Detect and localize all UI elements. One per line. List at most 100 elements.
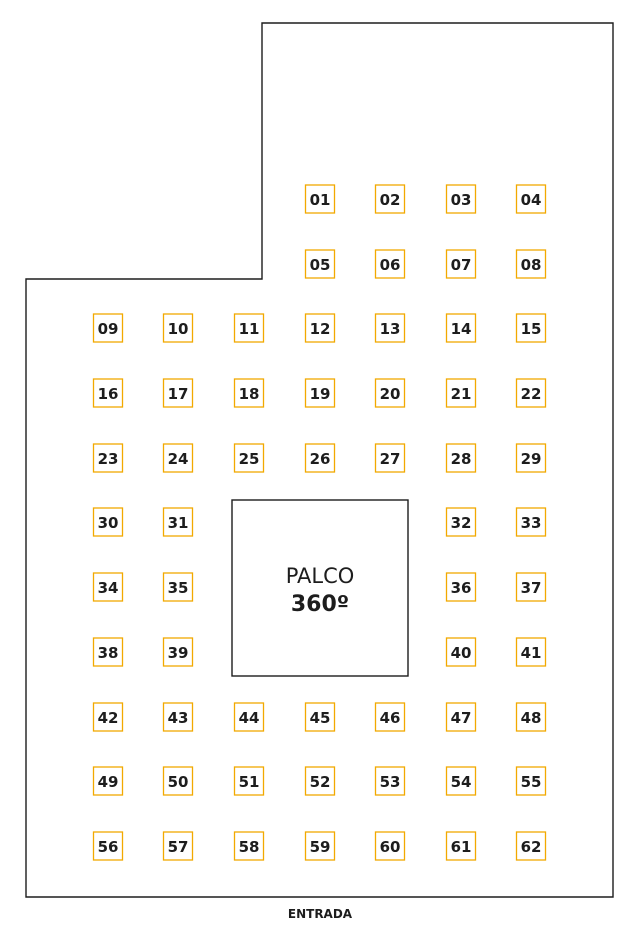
stand-box bbox=[92, 766, 124, 796]
stand-24[interactable]: 24 bbox=[162, 443, 194, 473]
stand-number: 34 bbox=[98, 579, 119, 597]
stand-number: 12 bbox=[310, 320, 331, 338]
stand-47[interactable]: 47 bbox=[445, 702, 477, 732]
stand-box bbox=[374, 702, 406, 732]
stand-51[interactable]: 51 bbox=[233, 766, 265, 796]
stand-54[interactable]: 54 bbox=[445, 766, 477, 796]
stand-21[interactable]: 21 bbox=[445, 378, 477, 408]
stand-08[interactable]: 08 bbox=[515, 249, 547, 279]
stand-53[interactable]: 53 bbox=[374, 766, 406, 796]
stand-22[interactable]: 22 bbox=[515, 378, 547, 408]
stand-37[interactable]: 37 bbox=[515, 572, 547, 602]
stand-box bbox=[515, 507, 547, 537]
stand-number: 39 bbox=[168, 644, 189, 662]
stand-29[interactable]: 29 bbox=[515, 443, 547, 473]
stand-box bbox=[162, 378, 194, 408]
stand-11[interactable]: 11 bbox=[233, 313, 265, 343]
venue-outline bbox=[25, 22, 614, 898]
stand-32[interactable]: 32 bbox=[445, 507, 477, 537]
stand-box bbox=[445, 313, 477, 343]
stand-number: 22 bbox=[521, 385, 542, 403]
stand-59[interactable]: 59 bbox=[304, 831, 336, 861]
stand-number: 28 bbox=[451, 450, 472, 468]
stand-number: 61 bbox=[451, 838, 472, 856]
stand-02[interactable]: 02 bbox=[374, 184, 406, 214]
stand-16[interactable]: 16 bbox=[92, 378, 124, 408]
stand-61[interactable]: 61 bbox=[445, 831, 477, 861]
stand-41[interactable]: 41 bbox=[515, 637, 547, 667]
stand-number: 26 bbox=[310, 450, 331, 468]
stand-box bbox=[304, 378, 336, 408]
stand-07[interactable]: 07 bbox=[445, 249, 477, 279]
stand-48[interactable]: 48 bbox=[515, 702, 547, 732]
stand-box bbox=[515, 702, 547, 732]
stand-55[interactable]: 55 bbox=[515, 766, 547, 796]
stand-42[interactable]: 42 bbox=[92, 702, 124, 732]
stand-box bbox=[92, 637, 124, 667]
stand-18[interactable]: 18 bbox=[233, 378, 265, 408]
stand-01[interactable]: 01 bbox=[304, 184, 336, 214]
stand-number: 43 bbox=[168, 709, 189, 727]
stand-09[interactable]: 09 bbox=[92, 313, 124, 343]
stand-49[interactable]: 49 bbox=[92, 766, 124, 796]
stand-14[interactable]: 14 bbox=[445, 313, 477, 343]
stand-15[interactable]: 15 bbox=[515, 313, 547, 343]
stand-06[interactable]: 06 bbox=[374, 249, 406, 279]
stand-box bbox=[374, 249, 406, 279]
stand-13[interactable]: 13 bbox=[374, 313, 406, 343]
stand-34[interactable]: 34 bbox=[92, 572, 124, 602]
stand-36[interactable]: 36 bbox=[445, 572, 477, 602]
stand-58[interactable]: 58 bbox=[233, 831, 265, 861]
stand-56[interactable]: 56 bbox=[92, 831, 124, 861]
stand-28[interactable]: 28 bbox=[445, 443, 477, 473]
stage[interactable]: PALCO 360º bbox=[231, 499, 409, 677]
stand-box bbox=[304, 831, 336, 861]
stage-area bbox=[231, 499, 409, 677]
stand-25[interactable]: 25 bbox=[233, 443, 265, 473]
stand-03[interactable]: 03 bbox=[445, 184, 477, 214]
stand-number: 42 bbox=[98, 709, 119, 727]
stand-number: 52 bbox=[310, 773, 331, 791]
stand-box bbox=[162, 831, 194, 861]
stand-45[interactable]: 45 bbox=[304, 702, 336, 732]
stage-subtitle: 360º bbox=[291, 592, 349, 617]
stand-30[interactable]: 30 bbox=[92, 507, 124, 537]
stand-33[interactable]: 33 bbox=[515, 507, 547, 537]
stand-40[interactable]: 40 bbox=[445, 637, 477, 667]
stand-20[interactable]: 20 bbox=[374, 378, 406, 408]
stand-number: 31 bbox=[168, 514, 189, 532]
stand-27[interactable]: 27 bbox=[374, 443, 406, 473]
stand-62[interactable]: 62 bbox=[515, 831, 547, 861]
stand-39[interactable]: 39 bbox=[162, 637, 194, 667]
stand-60[interactable]: 60 bbox=[374, 831, 406, 861]
stand-26[interactable]: 26 bbox=[304, 443, 336, 473]
stand-50[interactable]: 50 bbox=[162, 766, 194, 796]
stand-number: 32 bbox=[451, 514, 472, 532]
stand-04[interactable]: 04 bbox=[515, 184, 547, 214]
stand-31[interactable]: 31 bbox=[162, 507, 194, 537]
stand-number: 24 bbox=[168, 450, 189, 468]
stand-35[interactable]: 35 bbox=[162, 572, 194, 602]
stand-box bbox=[233, 831, 265, 861]
stand-12[interactable]: 12 bbox=[304, 313, 336, 343]
stand-box bbox=[515, 766, 547, 796]
stand-number: 27 bbox=[380, 450, 401, 468]
stand-57[interactable]: 57 bbox=[162, 831, 194, 861]
stand-17[interactable]: 17 bbox=[162, 378, 194, 408]
stand-23[interactable]: 23 bbox=[92, 443, 124, 473]
stand-05[interactable]: 05 bbox=[304, 249, 336, 279]
stand-number: 48 bbox=[521, 709, 542, 727]
stand-number: 29 bbox=[521, 450, 542, 468]
stand-19[interactable]: 19 bbox=[304, 378, 336, 408]
stand-43[interactable]: 43 bbox=[162, 702, 194, 732]
stand-box bbox=[92, 313, 124, 343]
stand-number: 15 bbox=[521, 320, 542, 338]
stand-38[interactable]: 38 bbox=[92, 637, 124, 667]
stand-46[interactable]: 46 bbox=[374, 702, 406, 732]
stand-10[interactable]: 10 bbox=[162, 313, 194, 343]
stand-52[interactable]: 52 bbox=[304, 766, 336, 796]
stand-box bbox=[374, 443, 406, 473]
stand-44[interactable]: 44 bbox=[233, 702, 265, 732]
stand-number: 20 bbox=[380, 385, 401, 403]
